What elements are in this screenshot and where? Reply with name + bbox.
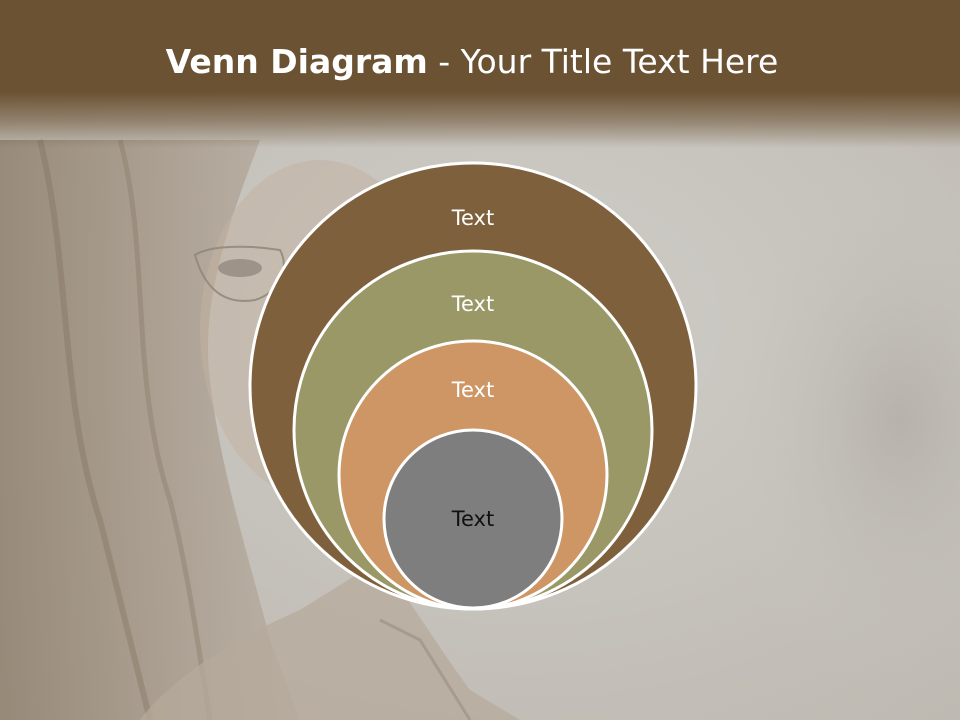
title-bold-part: Venn Diagram bbox=[165, 42, 428, 81]
ring-outer-label[interactable]: Text bbox=[451, 206, 494, 230]
ring-inner bbox=[382, 428, 564, 610]
slide-title: Venn Diagram - Your Title Text Here bbox=[0, 38, 944, 86]
ring-inner-label[interactable]: Text bbox=[451, 507, 494, 531]
ring-second-label[interactable]: Text bbox=[451, 292, 494, 316]
title-rest-part: - Your Title Text Here bbox=[427, 42, 779, 81]
ring-third-label[interactable]: Text bbox=[451, 378, 494, 402]
header-band bbox=[0, 0, 960, 148]
